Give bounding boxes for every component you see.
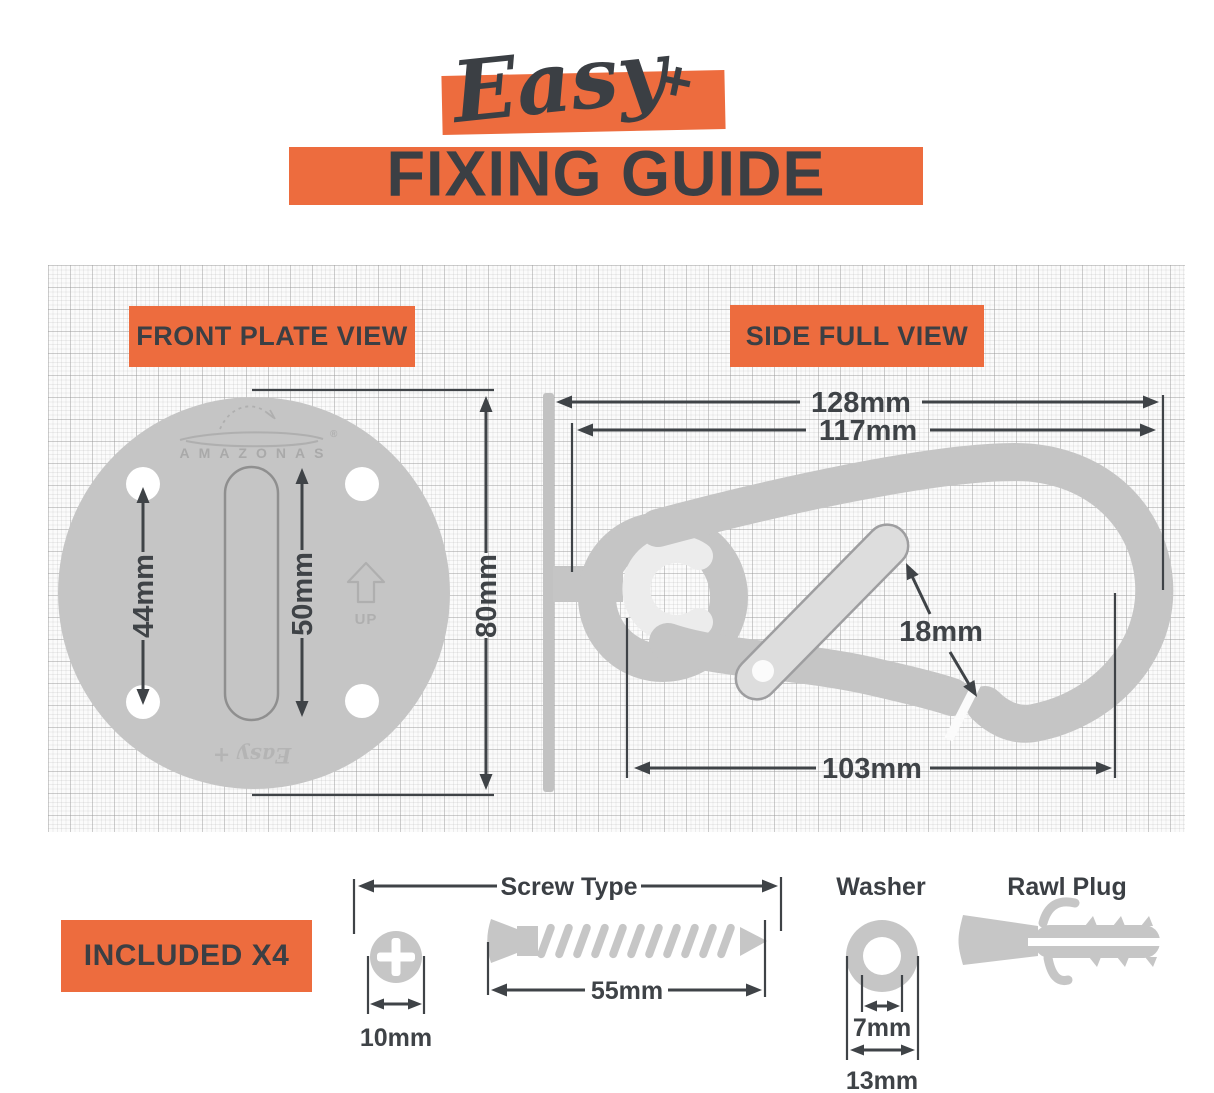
plug-slot xyxy=(1028,938,1165,946)
mounting-slot xyxy=(223,465,280,722)
dim-inner-length: 117mm xyxy=(570,415,1156,572)
screw-tip xyxy=(740,927,767,956)
dim-plate-height: 80mm xyxy=(252,388,503,797)
washer-icon xyxy=(846,920,918,992)
plate-back-text: Easy + xyxy=(213,743,293,768)
plug-top-fin xyxy=(1038,897,1080,928)
dim-plate-height-text: 80mm xyxy=(471,554,503,638)
dim-slot-height: 50mm xyxy=(287,468,319,717)
logo-hammock-bottom xyxy=(185,440,319,448)
washer-label: Washer xyxy=(836,873,926,901)
dim-washer-inner: 7mm xyxy=(853,975,911,1042)
dim-hole-spacing: 44mm xyxy=(128,487,160,705)
dim-hole-spacing-text: 44mm xyxy=(128,554,160,638)
rawl-plug-label: Rawl Plug xyxy=(1007,873,1126,901)
included-x4-label: INCLUDED X4 xyxy=(61,920,312,992)
side-full-view-label: SIDE FULL VIEW xyxy=(730,305,984,367)
dim-screw-head-text: 10mm xyxy=(360,1024,432,1052)
fixture-ring xyxy=(622,535,713,643)
dim-washer-outer: 13mm xyxy=(846,956,920,1093)
dim-screw-head: 10mm xyxy=(360,956,432,1052)
dim-screw-length-text: 55mm xyxy=(591,977,663,1005)
gate-opening-gap xyxy=(944,682,981,742)
plug-bottom-fin xyxy=(1043,953,1073,985)
page-title: FIXING GUIDE xyxy=(386,138,826,210)
dim-inner-length-text: 117mm xyxy=(819,415,917,447)
dim-hook-length: 103mm xyxy=(625,593,1117,785)
screw-side-icon xyxy=(487,919,767,963)
carabiner-body xyxy=(639,442,1174,743)
included-items: 10mm Screw Type xyxy=(352,873,1165,1093)
dim-washer-outer-text: 13mm xyxy=(846,1067,918,1093)
fixing-guide-band xyxy=(289,147,923,205)
wall-plate-side-bar xyxy=(543,393,554,792)
rawl-plug-icon xyxy=(958,897,1165,985)
dim-gate-opening-text: 18mm xyxy=(899,616,983,648)
screw-hole-top-right xyxy=(345,467,379,501)
screw-head-icon xyxy=(370,931,422,983)
up-arrow-icon: UP xyxy=(346,561,386,628)
screw-hole-bottom-right xyxy=(345,684,379,718)
dim-gate-opening: 18mm xyxy=(899,563,983,697)
dim-hook-length-text: 103mm xyxy=(822,753,922,785)
registered-mark: ® xyxy=(330,429,338,440)
dim-screw-length: 55mm xyxy=(486,920,767,1005)
screw-threads xyxy=(537,923,735,959)
dim-overall-length: 128mm xyxy=(556,387,1165,590)
side-view-drawing: 128mm 117mm 18mm xyxy=(543,387,1174,792)
screw-type-callout: Screw Type xyxy=(352,873,783,934)
up-label: UP xyxy=(355,611,378,628)
carabiner-gate xyxy=(734,523,910,701)
gate-pivot-hole xyxy=(752,660,774,682)
logo-figure-sketch xyxy=(265,409,276,420)
front-plate-view-label: FRONT PLATE VIEW xyxy=(129,306,415,367)
screw-hole-top-left xyxy=(126,467,160,501)
amazonas-logo: AMAZONAS ® xyxy=(179,405,338,461)
carabiner-lower-limb xyxy=(649,623,971,716)
brand-name: AMAZONAS xyxy=(180,445,333,461)
front-plate-drawing: AMAZONAS ® UP Easy + 44mm xyxy=(58,388,503,797)
dim-slot-height-text: 50mm xyxy=(287,552,319,636)
dim-washer-inner-text: 7mm xyxy=(853,1014,911,1042)
screw-type-label: Screw Type xyxy=(500,873,637,901)
logo-hammock-top xyxy=(179,431,324,441)
dim-overall-length-text: 128mm xyxy=(811,387,911,419)
